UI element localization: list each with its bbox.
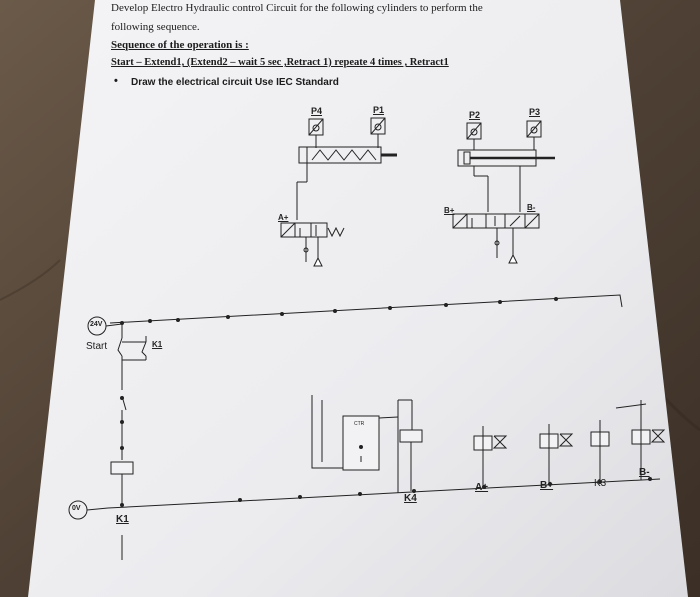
bullet-dot: • <box>114 75 118 87</box>
label-start: Start <box>86 341 108 352</box>
label-p1: P1 <box>373 105 385 115</box>
pressure-sensor-p4 <box>308 118 324 148</box>
cylinder-b <box>457 149 555 212</box>
pressure-sensor-p1 <box>370 117 386 148</box>
pressure-sensor-p3 <box>526 120 542 150</box>
label-0v: 0V <box>72 505 81 512</box>
label-coil-k4: K4 <box>404 493 417 504</box>
sequence-text: Start – Extend1, (Extend2 – wait 5 sec ,… <box>111 57 449 68</box>
label-out-k3: K3 <box>594 478 607 489</box>
rail-0v <box>107 478 661 509</box>
label-out-b-minus: B- <box>639 467 650 478</box>
cylinder-a <box>296 146 397 220</box>
problem-line-1: Develop Electro Hydraulic control Circui… <box>111 2 483 14</box>
valve-b <box>452 213 540 264</box>
label-p3: P3 <box>529 107 541 117</box>
supply-0v-symbol <box>68 500 109 520</box>
label-valve-b-minus: B- <box>527 203 536 212</box>
label-p2: P2 <box>469 110 481 120</box>
label-valve-a-plus: A+ <box>278 213 289 222</box>
rung-dots <box>120 297 652 507</box>
supply-24v-symbol <box>87 316 123 336</box>
label-out-b-plus: B+ <box>540 480 554 491</box>
bullet-text: Draw the electrical circuit Use IEC Stan… <box>131 77 339 88</box>
label-valve-b-plus: B+ <box>444 206 455 215</box>
pressure-sensor-p2 <box>466 122 482 150</box>
label-k1-contact: K1 <box>152 340 163 349</box>
paper-sheet <box>28 0 688 597</box>
label-coil-k1: K1 <box>116 514 129 525</box>
output-coils <box>473 400 666 487</box>
sequence-heading: Sequence of the operation is : <box>111 39 249 51</box>
label-out-a-plus: A+ <box>475 482 489 493</box>
valve-a <box>280 222 345 267</box>
label-timer: CTR <box>354 421 365 427</box>
timer-block <box>311 395 423 493</box>
label-p4: P4 <box>311 106 323 116</box>
label-24v: 24V <box>90 321 103 328</box>
start-rung <box>110 323 147 560</box>
problem-line-2: following sequence. <box>111 21 200 33</box>
rail-24v <box>109 294 623 324</box>
